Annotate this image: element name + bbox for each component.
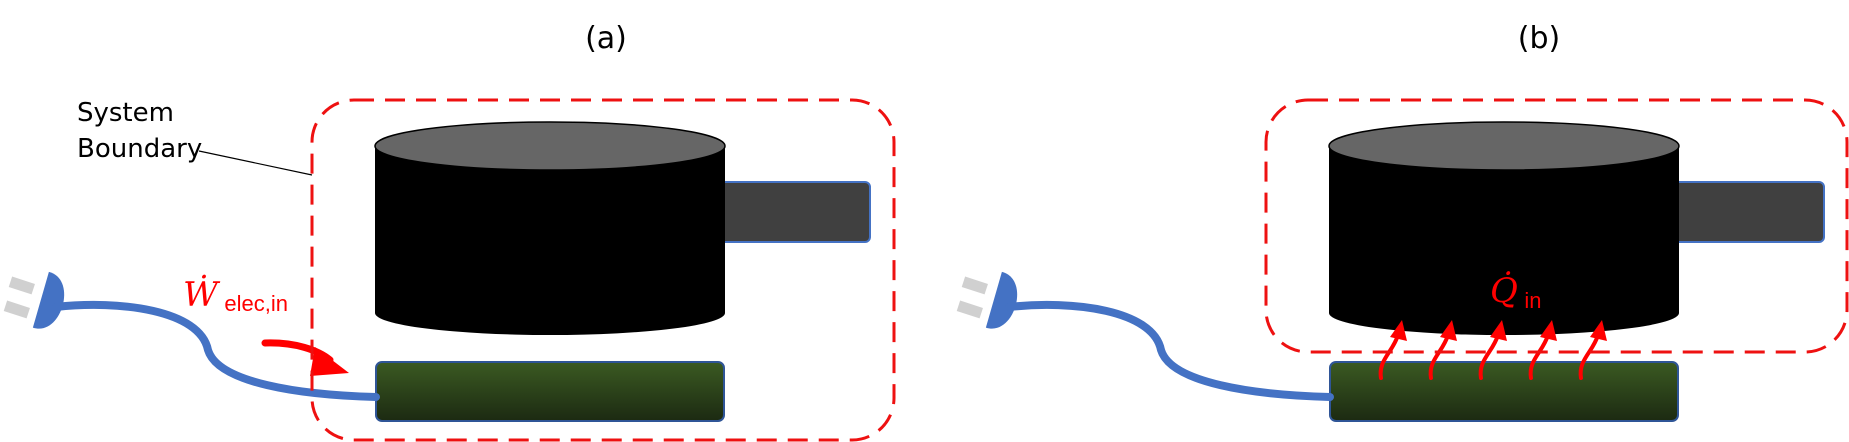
heat-arrow-heads bbox=[1390, 320, 1607, 341]
heat-arrow-head-4 bbox=[1540, 320, 1557, 341]
pot-body-b bbox=[1329, 146, 1679, 335]
system-boundary-label-line2: Boundary bbox=[77, 134, 202, 164]
heat-arrow-head-3 bbox=[1490, 320, 1507, 341]
pot-lid-b bbox=[1328, 121, 1680, 171]
heat-arrow-3 bbox=[1478, 333, 1500, 380]
panel-a-label: (a) bbox=[585, 21, 627, 56]
system-boundary-a bbox=[310, 98, 896, 442]
boundary-leader-line bbox=[198, 150, 313, 176]
panel-b-label: (b) bbox=[1518, 21, 1560, 56]
heater-plate-a bbox=[375, 361, 725, 422]
plug-head-a bbox=[32, 271, 65, 329]
work-symbol-main: Ẇ bbox=[183, 275, 221, 315]
power-cord-b bbox=[1005, 300, 1334, 401]
heat-arrow-1 bbox=[1378, 333, 1400, 380]
heater-plate-b bbox=[1329, 361, 1679, 422]
heat-arrow-4 bbox=[1528, 333, 1550, 380]
heat-arrow-head-2 bbox=[1440, 320, 1457, 341]
heat-arrows bbox=[1378, 333, 1600, 380]
heat-arrow-head-5 bbox=[1590, 320, 1607, 341]
power-cord-a bbox=[52, 300, 380, 401]
work-symbol-subscript: elec,in bbox=[224, 291, 288, 316]
work-arrow-head bbox=[310, 347, 349, 376]
heat-arrow-head-1 bbox=[1390, 320, 1407, 341]
work-symbol: Ẇ elec,in bbox=[183, 275, 288, 316]
plug-prong-upper-b bbox=[961, 276, 988, 295]
pot-handle-a bbox=[715, 181, 871, 243]
plug-prong-lower-a bbox=[3, 300, 30, 319]
panel-b: (b) Q̇ bbox=[956, 21, 1849, 422]
pot-body-a bbox=[375, 146, 725, 335]
system-boundary-label-line1: System bbox=[77, 98, 174, 128]
heat-symbol-subscript: in bbox=[1524, 288, 1541, 313]
plug-prong-upper-a bbox=[8, 276, 35, 295]
plug-prong-lower-b bbox=[956, 300, 983, 319]
pot-handle-b bbox=[1669, 181, 1825, 243]
heat-arrow-2 bbox=[1428, 333, 1450, 380]
heat-arrow-5 bbox=[1578, 333, 1600, 380]
system-boundary-b bbox=[1264, 98, 1849, 354]
heat-symbol-main: Q̇ bbox=[1490, 271, 1518, 311]
panel-a: (a) System Boundary Ẇ elec,in bbox=[3, 21, 896, 442]
plug-head-b bbox=[985, 271, 1018, 329]
pot-lid-a bbox=[374, 121, 726, 171]
heat-symbol: Q̇ in bbox=[1490, 271, 1541, 313]
